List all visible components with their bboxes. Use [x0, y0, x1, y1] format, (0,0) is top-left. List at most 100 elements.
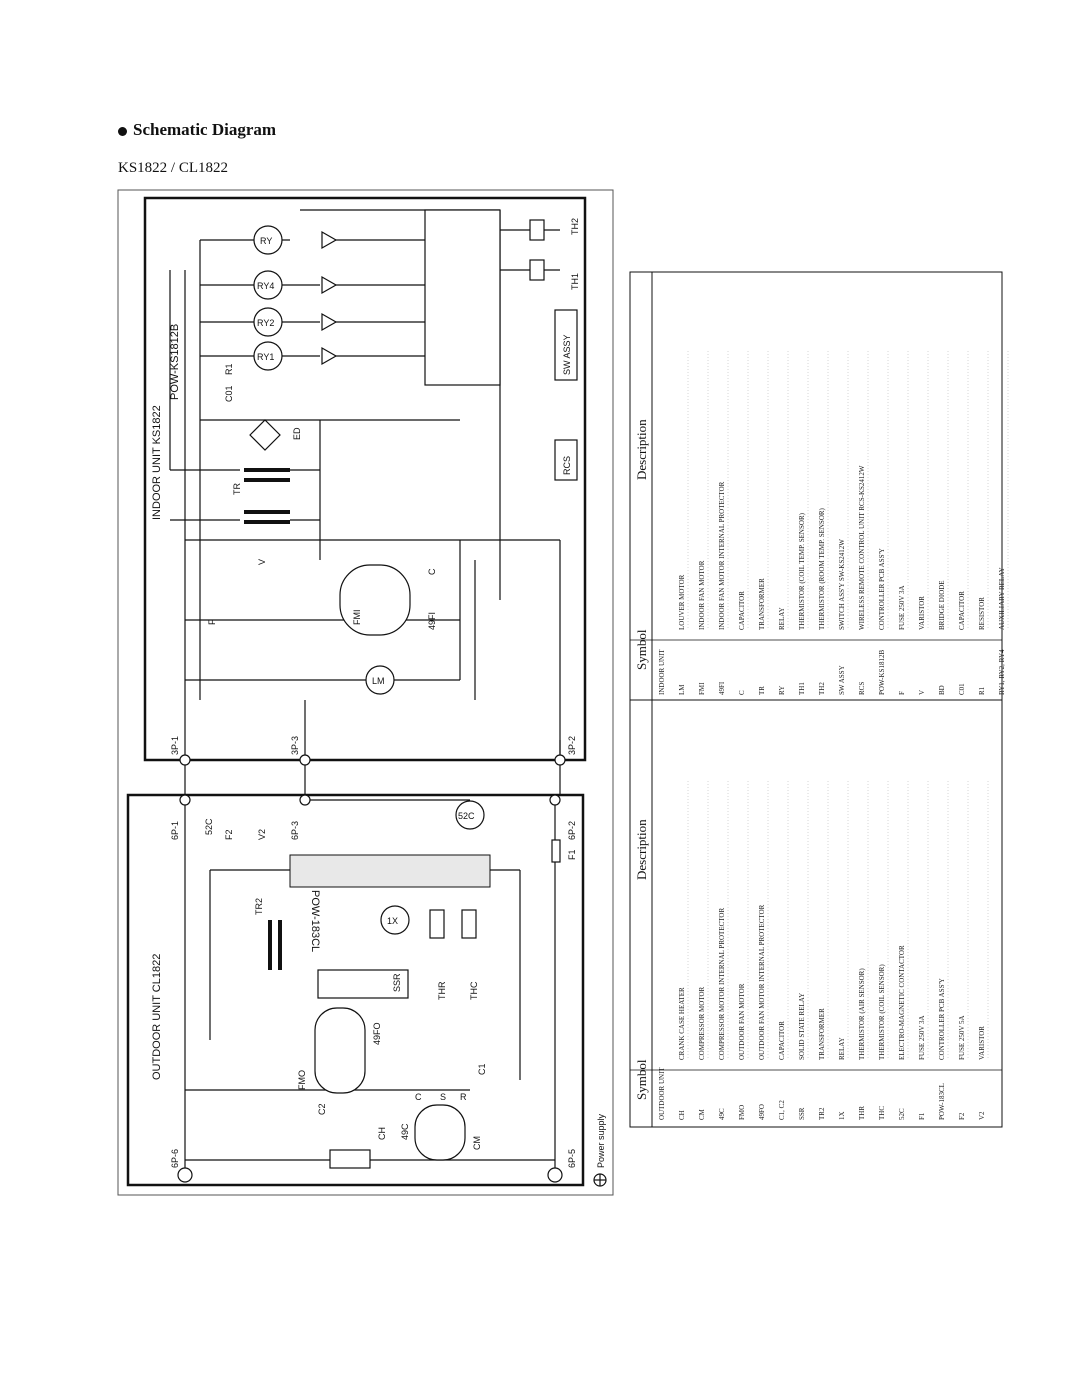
indoor-relays: RY RY4 RY2 RY1 [253, 225, 283, 371]
indoor-table-row-symbol: F [898, 691, 906, 695]
indoor-wiring [169, 209, 561, 760]
outdoor-table-row-description: FUSE 250V 3A [918, 1015, 926, 1060]
indoor-table-row-description: INDOOR FAN MOTOR INTERNAL PROTECTOR [718, 481, 726, 630]
outdoor-unit-label: OUTDOOR UNIT CL1822 [151, 954, 163, 1080]
outdoor-table-row-description: CRANK CASE HEATER [678, 987, 686, 1060]
indoor-table-row-symbol: TH2 [818, 682, 826, 695]
svg-text:TH1: TH1 [570, 273, 580, 290]
page-title: Schematic Diagram [118, 120, 276, 140]
svg-text:F1: F1 [567, 849, 577, 860]
outdoor-table-row-symbol: 52C [898, 1108, 906, 1120]
svg-text:6P-3: 6P-3 [290, 821, 300, 840]
svg-text:THC: THC [469, 981, 479, 1000]
sw-assy-box [554, 309, 578, 381]
outdoor-table-row-symbol: POW-183CL [938, 1083, 946, 1120]
indoor-table-row-description: CONTROLLER PCB ASS'Y [878, 548, 886, 630]
svg-text:SSR: SSR [392, 973, 402, 992]
indoor-table-row-symbol: RCS [858, 682, 866, 695]
outdoor-table-row-symbol: 49FO [758, 1104, 766, 1120]
outdoor-table-row-description: FUSE 250V 5A [958, 1015, 966, 1060]
outdoor-table-row-description: ELECTRO-MAGNETIC CONTACTOR [898, 945, 906, 1060]
bullet-icon [118, 126, 127, 136]
indoor-table-row-description: INDOOR FAN MOTOR [698, 560, 706, 630]
svg-text:FMO: FMO [297, 1070, 307, 1090]
outdoor-pcb-label: POW-183CL [309, 890, 321, 952]
svg-text:FMI: FMI [352, 610, 362, 626]
indoor-table-row-symbol: C01 [958, 683, 966, 695]
svg-text:3P-2: 3P-2 [567, 736, 577, 755]
svg-text:6P-2: 6P-2 [567, 821, 577, 840]
svg-text:S: S [440, 1092, 446, 1102]
indoor-table-row-description: THERMISTOR (ROOM TEMP. SENSOR) [818, 507, 826, 630]
outdoor-table-row-symbol: 1X [838, 1111, 846, 1120]
fuse-f1 [551, 839, 561, 863]
svg-text:ED: ED [292, 427, 302, 440]
indoor-table-row-description: FUSE 250V 3A [898, 585, 906, 630]
indoor-table-row-description: THERMISTOR (COIL TEMP. SENSOR) [798, 512, 806, 630]
indoor-terminals: 3P-1 3P-3 3P-2 [170, 700, 577, 795]
outdoor-table-row-symbol: F2 [958, 1112, 966, 1120]
r1-label: R1 [224, 363, 234, 375]
fuse-f2-label: F2 [224, 829, 234, 840]
outdoor-table-row-symbol: FMO [738, 1105, 746, 1120]
power-supply: Power supply [593, 1113, 607, 1187]
svg-text:LM: LM [372, 676, 385, 686]
indoor-table-row-symbol: V [918, 690, 926, 695]
indoor-symbol-heading: Symbol [634, 629, 649, 670]
outdoor-table-row-description: THERMISTOR (COIL SENSOR) [878, 964, 886, 1060]
outdoor-table-row-description: THERMISTOR (AIR SENSOR) [858, 968, 866, 1060]
outdoor-table-row-symbol: CM [698, 1108, 706, 1120]
indoor-table-row-description: TRANSFORMER [758, 578, 766, 630]
svg-text:49FO: 49FO [372, 1022, 382, 1045]
outdoor-table-row-description: COMPRESSOR MOTOR [698, 986, 706, 1060]
svg-text:3P-3: 3P-3 [290, 736, 300, 755]
indoor-table-row-description: AUXILIARY RELAY [998, 567, 1006, 630]
outdoor-table-row-description: COMPRESSOR MOTOR INTERNAL PROTECTOR [718, 908, 726, 1060]
indoor-table-row-description: CAPACITOR [738, 591, 746, 630]
indoor-table-row-symbol: TR [758, 686, 766, 695]
model-label: KS1822 / CL1822 [118, 160, 229, 176]
svg-text:CM: CM [472, 1136, 482, 1150]
svg-text:RY: RY [260, 236, 272, 246]
indoor-controller-chip [424, 209, 501, 386]
outdoor-symbol-heading: Symbol [634, 1059, 649, 1100]
indoor-table-row-description: RELAY [778, 607, 786, 630]
indoor-unit-box [143, 196, 587, 762]
indoor-table-row-symbol: R1 [978, 686, 986, 695]
indoor-table-row-symbol: LM [678, 684, 686, 695]
svg-text:THR: THR [437, 981, 447, 1000]
transformer-tr2: TR2 [254, 898, 282, 970]
relay-1x [380, 905, 410, 935]
relay-ry1 [253, 341, 283, 371]
outdoor-table-row-symbol: SSR [798, 1107, 806, 1120]
outdoor-table-row-description: TRANSFORMER [818, 1008, 826, 1060]
svg-text:RY2: RY2 [257, 318, 274, 328]
svg-text:C2: C2 [317, 1103, 327, 1115]
c01-label: C01 [224, 385, 234, 402]
ssr-box [317, 969, 409, 999]
outdoor-table-row-symbol: THR [858, 1106, 866, 1120]
bridge-diode-ed: ED [249, 419, 302, 451]
outdoor-table-row-symbol: TR2 [818, 1107, 826, 1120]
outdoor-terminals: 6P-1 6P-3 6P-2 6P-6 6P-5 [170, 794, 577, 1183]
outdoor-table-row-symbol: F1 [918, 1112, 926, 1120]
outdoor-unit-box [126, 793, 585, 1187]
varistor-v2-label: V2 [257, 829, 267, 840]
thermistors-indoor: TH1 TH2 [500, 218, 580, 290]
relay-ry [253, 225, 283, 255]
diagram-frame [117, 189, 614, 1196]
indoor-table-row-description: CAPACITOR [958, 591, 966, 630]
outdoor-fan-motor: FMO 49FO C2 [297, 1007, 382, 1115]
outdoor-pcb-strip [289, 854, 491, 888]
outdoor-table-row-description: VARISTOR [978, 1026, 986, 1060]
indoor-table-row-symbol: FMI [698, 682, 706, 695]
indoor-table-group-label: INDOOR UNIT [658, 649, 666, 695]
crank-case-heater [329, 1149, 371, 1169]
outdoor-table-row-description: CAPACITOR [778, 1021, 786, 1060]
outdoor-table-row-symbol: THC [878, 1106, 886, 1120]
indoor-table-row-description: WIRELESS REMOTE CONTROL UNIT RCS-KS2412W [858, 465, 866, 630]
indoor-table-row-symbol: POW-KS1812B [878, 650, 886, 695]
outdoor-table-row-symbol: 49C [718, 1108, 726, 1120]
